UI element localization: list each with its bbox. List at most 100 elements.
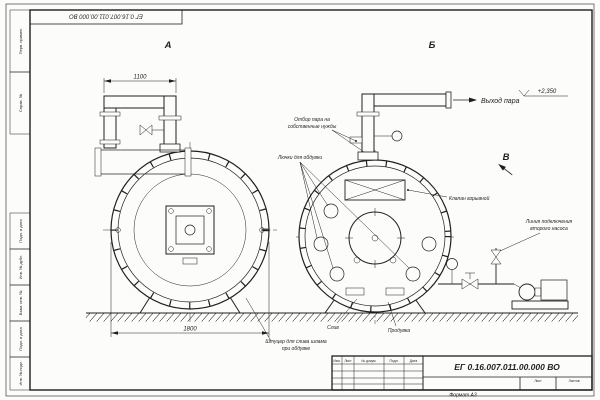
soot-hatches-label: Лючки для обдувки xyxy=(277,155,323,161)
inner-frame xyxy=(29,9,593,391)
sludge-line1: Штуцер для слива шлама xyxy=(265,339,327,345)
rim-fitting xyxy=(259,227,265,233)
callout-explosion-valve: Клапан взрывной xyxy=(407,189,490,202)
pipe-elbow xyxy=(165,97,175,107)
sheet-label: Лист xyxy=(534,379,542,383)
valve-icon xyxy=(461,278,471,290)
economizer-endplate xyxy=(184,147,192,177)
drain-label: Слив xyxy=(327,325,339,331)
explosion-valve-cross xyxy=(344,179,406,201)
boiler-steam-nozzle xyxy=(159,143,181,153)
leader-line xyxy=(331,129,357,142)
ground-line xyxy=(86,312,578,322)
rim-fitting xyxy=(115,227,121,233)
pump-body xyxy=(518,283,536,301)
burner-door xyxy=(165,205,215,255)
valve-icon xyxy=(490,256,502,265)
shell-inner-circle xyxy=(304,165,446,307)
pressure-gauge xyxy=(391,130,403,142)
leader-line xyxy=(299,161,318,239)
steam-outlet-label: Выход пара xyxy=(481,97,520,105)
col-podp: Подп. xyxy=(389,359,398,363)
dimension-pipe-run: 1100 xyxy=(103,75,177,93)
flow-arrow-head xyxy=(469,97,477,103)
leader-line xyxy=(387,301,397,327)
pump-base xyxy=(511,300,569,310)
outer-border xyxy=(5,3,595,397)
strip-label-perv: Перв. примен. xyxy=(18,28,23,55)
soot-hatch xyxy=(323,203,339,219)
callout-second-pump: Линия подключения второго насоса xyxy=(499,219,573,252)
dim-arrow xyxy=(104,79,111,83)
leader-line xyxy=(245,297,272,342)
strip-label-invpodl: Инв. № подл. xyxy=(18,361,23,386)
sight-glass xyxy=(184,224,196,236)
soot-hatch xyxy=(421,236,437,252)
small-fitting xyxy=(353,256,361,264)
pump-motor xyxy=(540,279,568,301)
pump-line2: второго насоса xyxy=(530,226,568,232)
shell-outer-circle xyxy=(298,159,452,313)
pipe-flange xyxy=(99,111,121,117)
view-arrow xyxy=(498,163,506,171)
ground-hatch xyxy=(86,313,578,322)
leader-dot xyxy=(407,189,409,191)
soot-hatch xyxy=(329,266,345,282)
leader-line xyxy=(299,161,329,207)
left-margin-strip: Перв. примен. Справ. № Подп. и дата Инв.… xyxy=(9,9,31,391)
bolt-ring xyxy=(299,160,451,312)
elevation-value: +2,350 xyxy=(538,89,557,95)
dim-arrow xyxy=(169,79,176,83)
sheets-label: Листов xyxy=(568,379,579,383)
title-block: Изм. Лист № докум. Подп. Дата Лист Листо… xyxy=(331,355,593,391)
callout-own-needs: Отбор пара на собственные нужды xyxy=(288,117,365,153)
valve-icon xyxy=(490,249,502,258)
economizer-endplate xyxy=(94,147,102,177)
door-bolt xyxy=(168,208,174,214)
view-label-v: В xyxy=(503,152,510,163)
leader-line xyxy=(299,161,410,269)
dim-value-1100: 1100 xyxy=(134,75,148,81)
pipe-flange xyxy=(158,115,182,121)
valve-icon xyxy=(145,124,153,136)
callout-blowdown: Продувка xyxy=(387,301,410,334)
pipe-flange xyxy=(99,139,121,145)
pump-coupling xyxy=(534,287,542,297)
format-label: Формат А3 xyxy=(449,393,477,399)
callout-soot-hatches: Лючки для обдувки xyxy=(277,155,410,269)
explosion-valve-hatch xyxy=(344,179,406,201)
leader-line xyxy=(407,189,448,198)
outlet-flange xyxy=(445,91,452,109)
steam-outlet-pipe xyxy=(361,93,447,107)
dim-arrow xyxy=(262,331,269,335)
title-doc-number: ЕГ 0.16.007.011.00.000 ВО xyxy=(454,362,560,372)
soot-hatch xyxy=(313,236,329,252)
pump-line1: Линия подключения xyxy=(525,219,573,225)
door-bolt xyxy=(206,208,212,214)
view-direction-v: В xyxy=(498,152,513,176)
stamp-doc-number: ЕГ 0.16.007.011.00.000 ВО xyxy=(69,13,143,19)
door-bolt xyxy=(168,246,174,252)
leader-dot xyxy=(355,140,357,142)
strip-label-podp1: Подп. и дата xyxy=(18,218,23,242)
strip-label-podp2: Подп. и дата xyxy=(18,326,23,350)
valve-icon xyxy=(469,278,479,290)
col-list: Лист xyxy=(344,359,352,363)
leader-line xyxy=(499,232,541,252)
door-latch xyxy=(182,257,198,265)
boiler-steam-nozzle xyxy=(357,151,379,161)
strip-label-vzam: Взам. инв. № xyxy=(18,291,23,316)
strip-label-invdubl: Инв. № дубл. xyxy=(18,255,23,280)
hand-hole xyxy=(385,287,405,296)
callout-sludge: Штуцер для слива шлама при обдувке xyxy=(245,297,327,352)
pipe-elbow xyxy=(363,95,373,105)
elevation-mark: +2,350 xyxy=(518,89,568,97)
blowdown-and-pump-assembly xyxy=(438,248,569,310)
burner-door-inner xyxy=(175,215,205,245)
door-bolt xyxy=(206,246,212,252)
sheet-frame xyxy=(5,3,595,397)
dim-arrow xyxy=(111,331,118,335)
view-label-b: Б xyxy=(429,40,436,51)
